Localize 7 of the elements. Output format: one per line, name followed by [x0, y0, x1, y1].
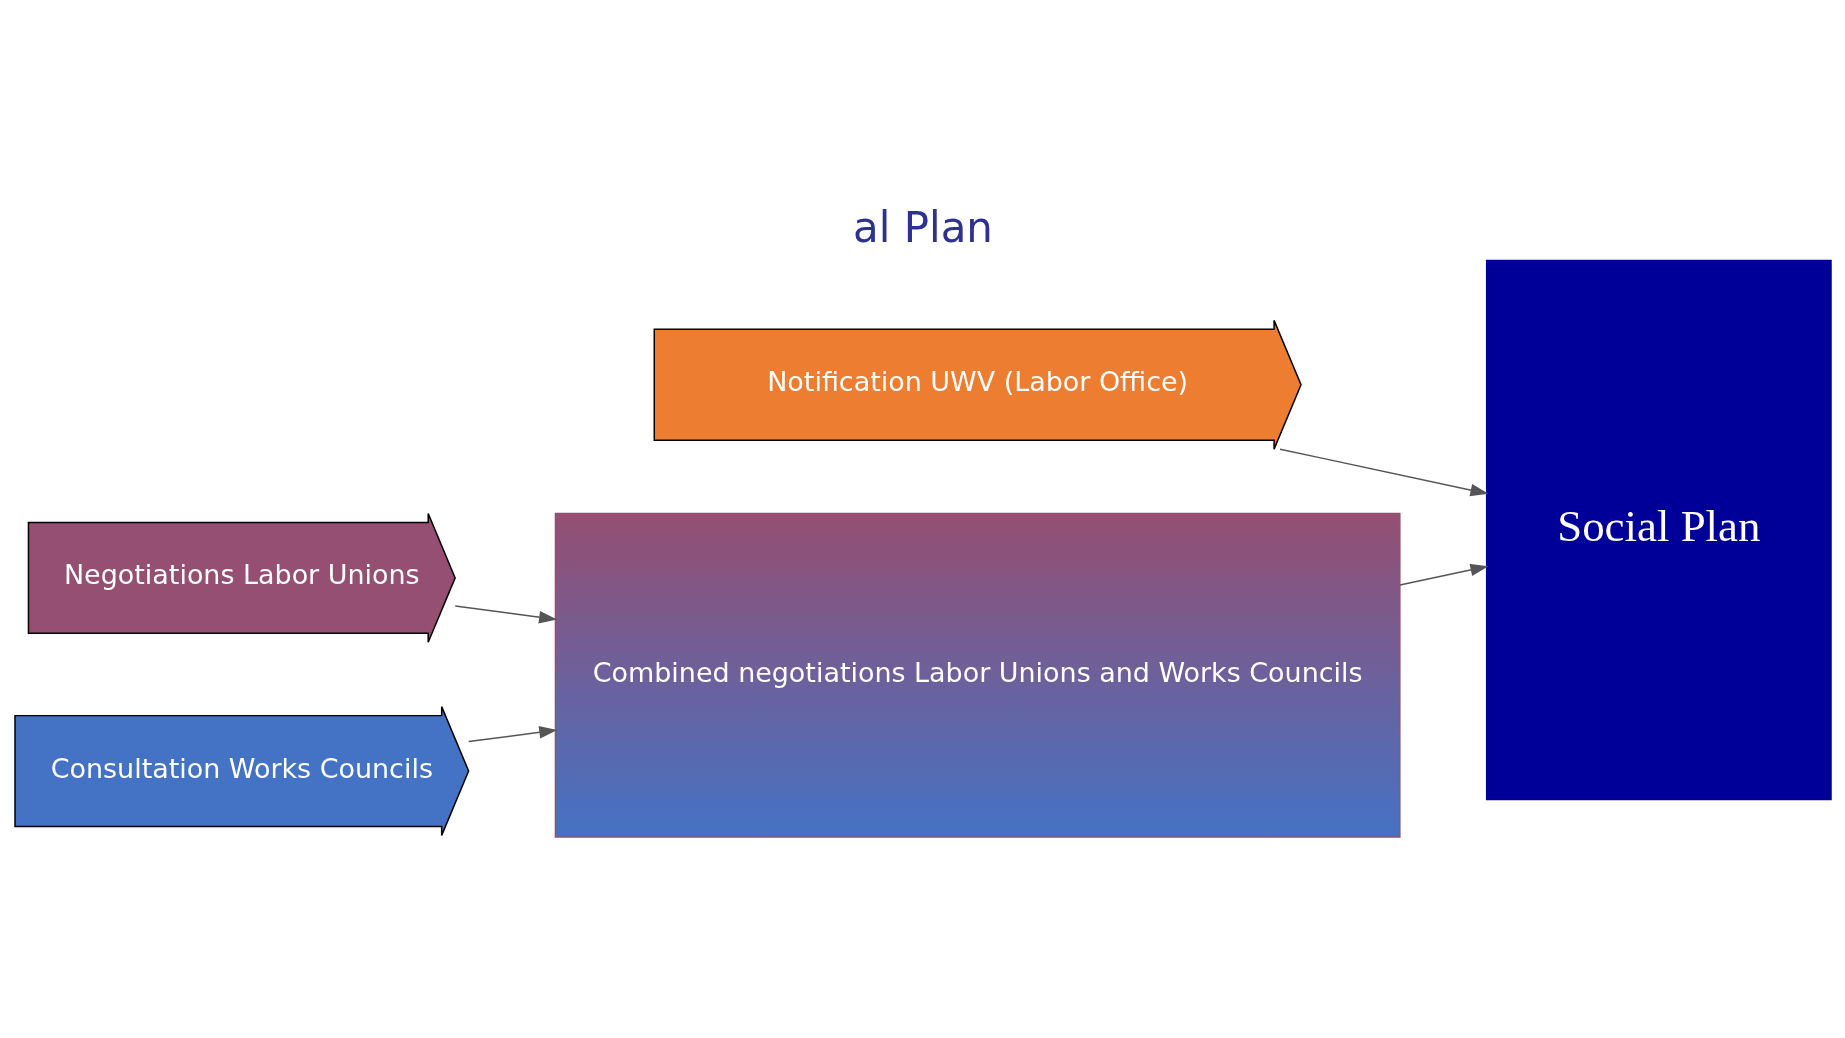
node-box: Combined negotiations Labor Unions and Works Councils	[554, 512, 1401, 838]
arrow	[467, 725, 557, 742]
node-box: Social Plan	[1485, 259, 1832, 800]
diagram-title: al Plan	[852, 202, 993, 252]
arrow	[454, 604, 557, 623]
arrow	[1278, 447, 1488, 496]
arrow	[1398, 563, 1488, 586]
